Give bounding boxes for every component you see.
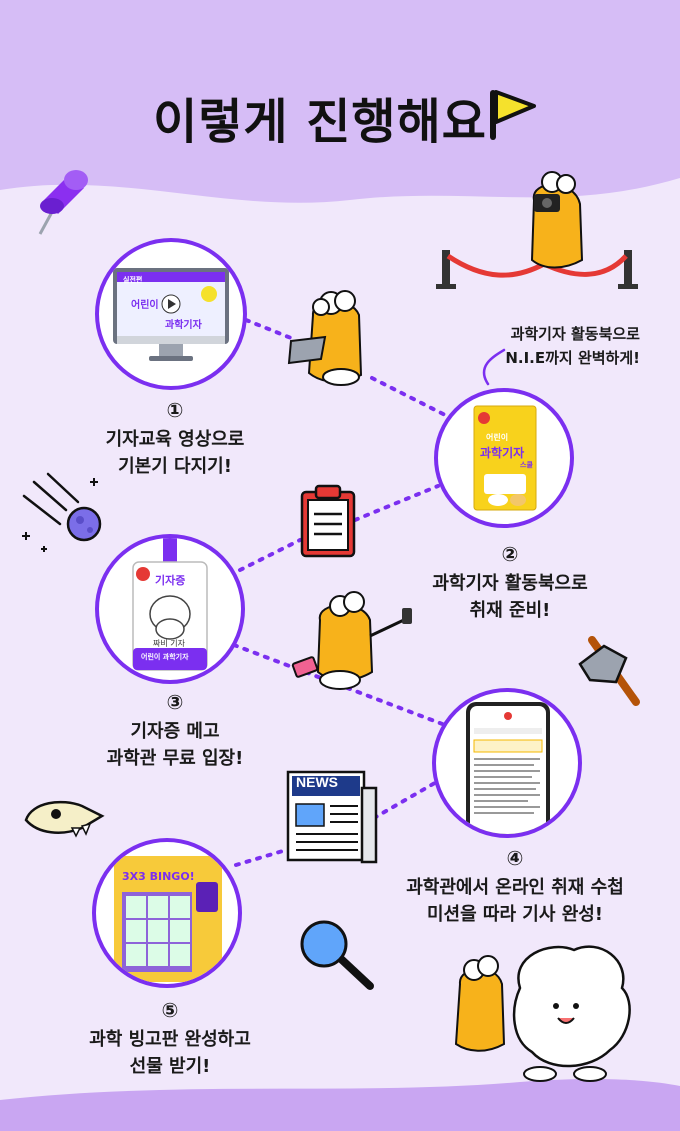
book-title-line2: 과학기자 [480,446,525,460]
nie-note-line2: N.I.E까지 완벽하게! [505,349,640,367]
photographer-illustration [436,171,638,289]
page-title: 이렇게 진행해요 [153,94,487,150]
step4-number: ④ [506,846,524,870]
monitor-title-line1: 어린이 [131,300,159,311]
newspaper-label: NEWS [296,774,338,790]
bingo-board-illustration [114,856,222,982]
press-card-title: 기자증 [155,574,186,587]
monitor-illustration [113,268,229,361]
step4-circle [432,688,582,838]
step5-text: ⑤ 과학 빙고판 완성하고 선물 받기! [50,998,290,1080]
step4-line2: 미션을 따라 기사 완성! [426,904,604,925]
step1-text: ① 기자교육 영상으로 기본기 다지기! [70,398,280,480]
step3-circle: 기자증 짜비 기자 어린이 과학기자 [95,534,245,684]
flag-icon [490,90,536,140]
step2-circle: 어린이 과학기자 스쿨 [434,388,574,528]
monitor-badge: 실전편 [123,276,143,284]
monitor-title-line2: 과학기자 [165,320,202,331]
step5-line2: 선물 받기! [129,1056,211,1077]
step2-line1: 과학기자 활동북으로 [432,573,588,594]
nie-note-line1: 과학기자 활동북으로 [510,325,640,343]
step3-line2: 과학관 무료 입장! [106,748,244,769]
step3-line1: 기자증 메고 [130,721,220,742]
step4-text: ④ 과학관에서 온라인 취재 수첩 미션을 따라 기사 완성! [370,846,660,928]
bingo-title: 3X3 BINGO! [122,870,195,883]
press-card-role: 짜비 기자 [153,639,185,648]
step1-number: ① [166,398,184,422]
book-title-line1: 어린이 [486,433,509,442]
step1-line2: 기본기 다지기! [118,456,232,477]
magnifying-glass-icon [300,920,374,990]
stone-axe-icon [578,636,640,706]
phone-illustration [466,702,550,834]
dinosaur-skull-icon [24,800,105,838]
step3-number: ③ [166,690,184,714]
press-card-brand: 어린이 과학기자 [141,653,189,661]
step5-line1: 과학 빙고판 완성하고 [89,1029,251,1050]
step5-number: ⑤ [161,998,179,1022]
step5-circle: 3X3 BINGO! [92,838,242,988]
newspaper-illustration [286,770,378,864]
laptop-character-illustration [287,290,363,386]
step2-text: ② 과학기자 활동북으로 취재 준비! [400,542,620,624]
step3-text: ③ 기자증 메고 과학관 무료 입장! [60,690,290,772]
selfie-character-illustration [291,591,412,690]
press-card-illustration [132,538,208,671]
step2-line2: 취재 준비! [469,600,551,621]
nie-note: 과학기자 활동북으로 N.I.E까지 완벽하게! [440,322,640,370]
step2-number: ② [501,542,519,566]
step4-line1: 과학관에서 온라인 취재 수첩 [406,877,624,898]
push-pin-icon [38,170,88,235]
step1-circle: 실전편 어린이 과학기자 [95,238,247,390]
activity-book-illustration [473,405,537,511]
walking-characters-illustration [454,945,631,1082]
meteor-icon [22,472,102,552]
book-title-suffix: 스쿨 [520,461,533,469]
clipboard-icon [300,484,356,558]
step1-line1: 기자교육 영상으로 [105,429,245,450]
